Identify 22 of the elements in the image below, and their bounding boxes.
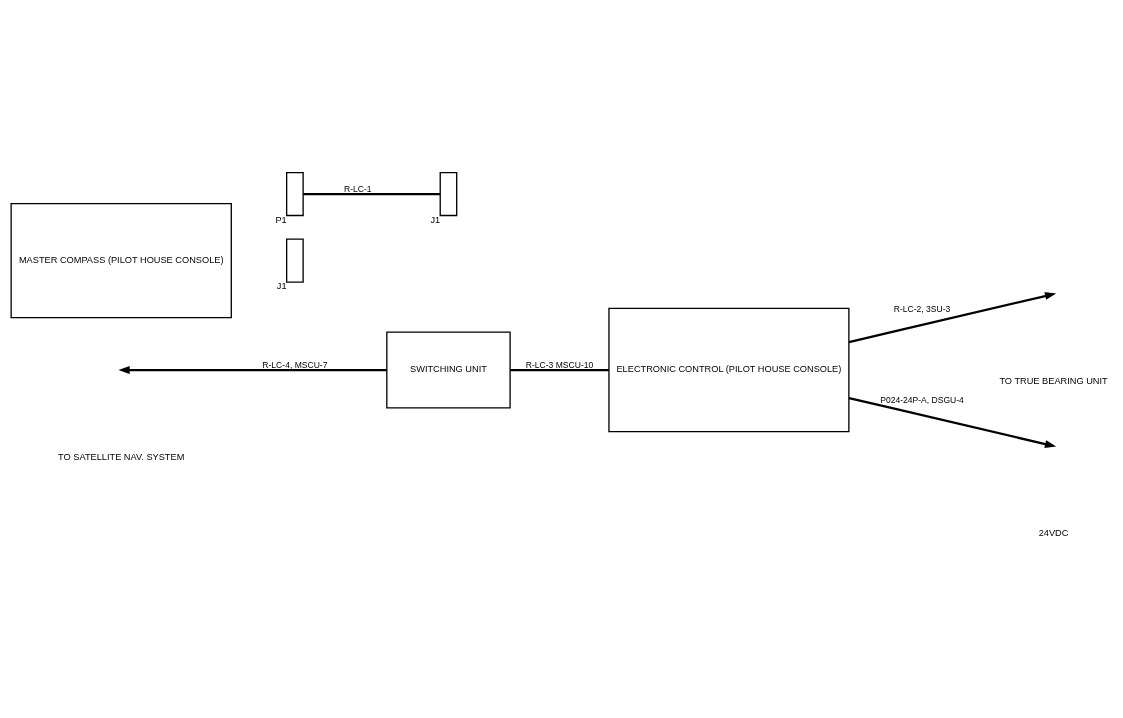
- node-label: P1: [275, 214, 287, 225]
- node-label: J1: [430, 214, 441, 225]
- node-box: [286, 172, 304, 217]
- node-box: SWITCHING UNIT: [386, 331, 511, 409]
- node-box: [286, 238, 304, 283]
- arrow: [848, 396, 1057, 448]
- label: 24VDC: [1038, 527, 1069, 538]
- edge-label: P024-24P-A, DSGU-4: [880, 394, 964, 405]
- node-box: MASTER COMPASS (PILOT HOUSE CONSOLE): [10, 202, 232, 319]
- node-box: ELECTRONIC CONTROL (PILOT HOUSE CONSOLE): [608, 307, 850, 433]
- connector: [303, 192, 441, 196]
- arrow: [118, 366, 387, 374]
- edge-label: R-LC-4, MSCU-7: [262, 359, 328, 370]
- edge-label: R-LC-3 MSCU-10: [525, 359, 594, 370]
- label: TO SATELLITE NAV. SYSTEM: [58, 452, 185, 463]
- edge-label: R-LC-1: [344, 183, 372, 194]
- edge-label: R-LC-2, 3SU-3: [893, 304, 951, 315]
- connector: [510, 368, 609, 372]
- arrow: [848, 292, 1057, 344]
- node-box: [439, 172, 458, 217]
- label: TO TRUE BEARING UNIT: [999, 376, 1108, 387]
- node-label: J1: [276, 281, 287, 292]
